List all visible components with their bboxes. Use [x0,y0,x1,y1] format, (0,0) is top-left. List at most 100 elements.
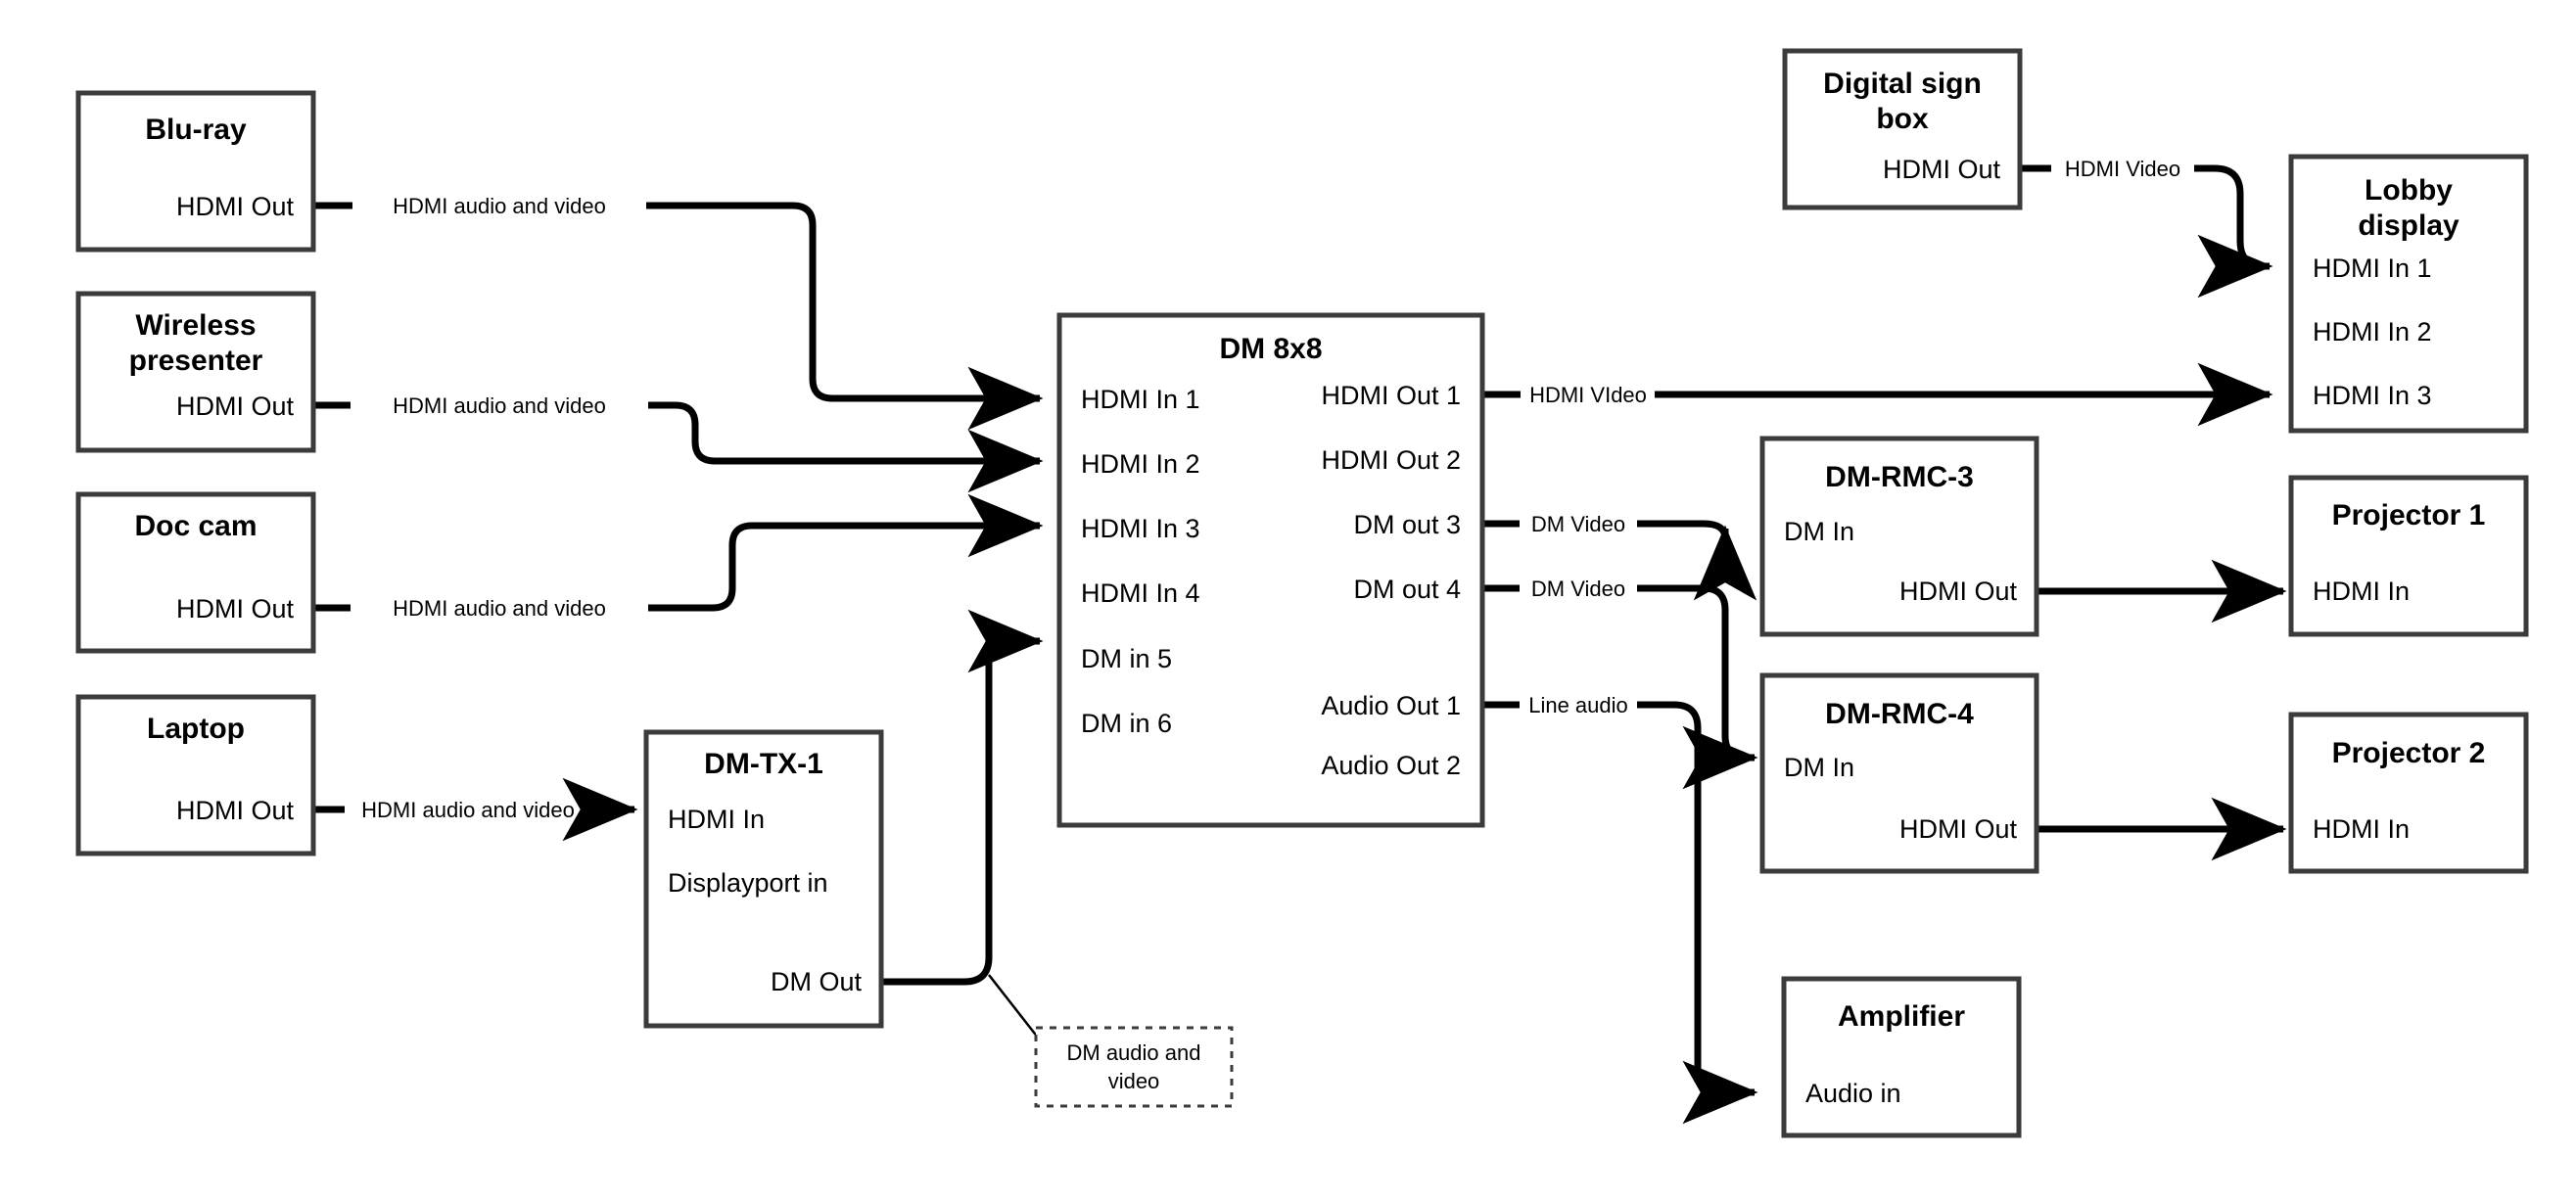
connection-dm-out-4-to-rmc-4: DM Video [1482,577,1758,790]
port-audio-out-1: Audio Out 1 [1321,691,1461,720]
port-hdmi-in-4: HDMI In 4 [1081,578,1200,608]
wire-label: HDMI audio and video [393,393,606,418]
port-hdmi-out: HDMI Out [1899,577,2018,606]
port-hdmi-out: HDMI Out [176,594,295,624]
connection-wireless-to-hdmi-in-2: HDMI audio and video [313,393,1044,493]
node-dm-rmc-4[interactable]: DM-RMC-4 DM In HDMI Out [1759,672,2039,874]
note-leader-line [988,974,1039,1039]
node-dm-rmc-3[interactable]: DM-RMC-3 DM In HDMI Out [1759,436,2039,637]
connection-bluray-to-hdmi-in-1: HDMI audio and video [313,194,1044,431]
wire-label: HDMI audio and video [361,798,575,822]
node-box[interactable] [643,729,884,1029]
port-dm-in: DM In [1784,753,1854,782]
port-dm-out-3: DM out 3 [1353,510,1461,539]
node-box[interactable] [2288,712,2529,874]
port-hdmi-in-3: HDMI In 3 [1081,514,1200,543]
node-projector-1[interactable]: Projector 1 HDMI In [2288,475,2529,637]
node-box[interactable] [1759,436,2039,637]
node-box[interactable] [75,694,316,856]
port-hdmi-out: HDMI Out [1883,155,2001,184]
wire-label: HDMI VIdeo [1529,383,1647,407]
node-dm-8x8[interactable]: DM 8x8 HDMI In 1 HDMI In 2 HDMI In 3 HDM… [1056,312,1485,828]
node-box[interactable] [2288,475,2529,637]
port-hdmi-in: HDMI In [668,805,765,834]
port-hdmi-out-1: HDMI Out 1 [1321,381,1461,410]
node-box[interactable] [1056,312,1485,828]
note-line-2: video [1108,1069,1160,1093]
node-title: DM-RMC-4 [1825,698,1974,730]
port-audio-in: Audio in [1805,1079,1901,1108]
port-dm-out: DM Out [771,967,863,996]
node-title: DM-TX-1 [704,748,823,780]
node-title-line-1: Wireless [135,309,256,342]
port-hdmi-in: HDMI In [2313,814,2410,844]
port-hdmi-in: HDMI In [2313,577,2410,606]
connection-hdmi-out-1-to-lobby-3: HDMI VIdeo [1482,362,2273,427]
port-hdmi-in-2: HDMI In 2 [2313,317,2432,346]
wire-label: DM Video [1531,512,1625,536]
wire-path [646,202,1044,431]
node-box[interactable] [2288,154,2529,434]
wire-label: HDMI audio and video [393,596,606,621]
wire-label: Line audio [1528,693,1628,717]
node-lobby-display[interactable]: Lobby display HDMI In 1 HDMI In 2 HDMI I… [2288,154,2529,434]
node-box[interactable] [1781,976,2022,1138]
node-digital-sign-box[interactable]: Digital sign box HDMI Out [1782,48,2023,210]
node-amplifier[interactable]: Amplifier Audio in [1781,976,2022,1138]
wire-label: HDMI Video [2065,157,2180,181]
port-dm-in: DM In [1784,517,1854,546]
node-box[interactable] [1782,48,2023,210]
node-title-line-1: Digital sign [1823,68,1982,100]
node-projector-2[interactable]: Projector 2 HDMI In [2288,712,2529,874]
node-box[interactable] [75,90,316,253]
wire-path [1637,520,1757,601]
port-hdmi-in-2: HDMI In 2 [1081,449,1200,479]
node-doc-cam[interactable]: Doc cam HDMI Out [75,491,316,654]
port-hdmi-in-1: HDMI In 1 [1081,385,1200,414]
port-hdmi-out: HDMI Out [176,796,295,825]
wire-label: HDMI audio and video [393,194,606,218]
node-title: DM-RMC-3 [1825,461,1974,493]
node-title-line-1: Lobby [2365,174,2453,207]
node-laptop[interactable]: Laptop HDMI Out [75,694,316,856]
wire-path [881,609,1044,986]
wire-path [1637,701,1758,1125]
wire-path [1637,584,1758,790]
connection-doccam-to-hdmi-in-3: HDMI audio and video [313,493,1044,621]
note-line-1: DM audio and [1067,1040,1201,1065]
node-title: Projector 2 [2332,737,2486,769]
node-blu-ray[interactable]: Blu-ray HDMI Out [75,90,316,253]
node-dm-tx-1[interactable]: DM-TX-1 HDMI In Displayport in DM Out [643,729,884,1029]
node-title: Doc cam [134,510,257,542]
port-audio-out-2: Audio Out 2 [1321,751,1461,780]
connection-dm-out-3-to-rmc-3: DM Video [1482,512,1757,601]
node-title: Amplifier [1838,1000,1965,1033]
port-dm-out-4: DM out 4 [1353,575,1461,604]
node-box[interactable] [1759,672,2039,874]
port-dm-in-6: DM in 6 [1081,709,1172,738]
node-box[interactable] [75,291,316,453]
port-displayport-in: Displayport in [668,868,828,898]
node-title-line-2: display [2358,209,2459,242]
wire-path [648,493,1044,612]
node-title: DM 8x8 [1219,333,1322,365]
node-title: Projector 1 [2332,499,2486,531]
node-title-line-2: box [1876,103,1929,135]
port-hdmi-out-2: HDMI Out 2 [1321,445,1461,475]
node-box[interactable] [75,491,316,654]
note-dm-audio-and-video: DM audio and video [1034,1026,1234,1108]
node-wireless-presenter[interactable]: Wireless presenter HDMI Out [75,291,316,453]
port-dm-in-5: DM in 5 [1081,644,1172,673]
port-hdmi-out: HDMI Out [176,392,295,421]
node-title: Blu-ray [145,114,247,146]
port-hdmi-in-3: HDMI In 3 [2313,381,2432,410]
connection-audio-out-1-to-amplifier: Line audio [1482,693,1758,1125]
connection-dmtx1-to-dm-in-5 [881,609,1044,1039]
node-title: Laptop [147,713,245,745]
wire-path [2194,164,2273,299]
port-hdmi-out: HDMI Out [1899,814,2018,844]
wire-path [648,401,1044,493]
port-hdmi-out: HDMI Out [176,192,295,221]
